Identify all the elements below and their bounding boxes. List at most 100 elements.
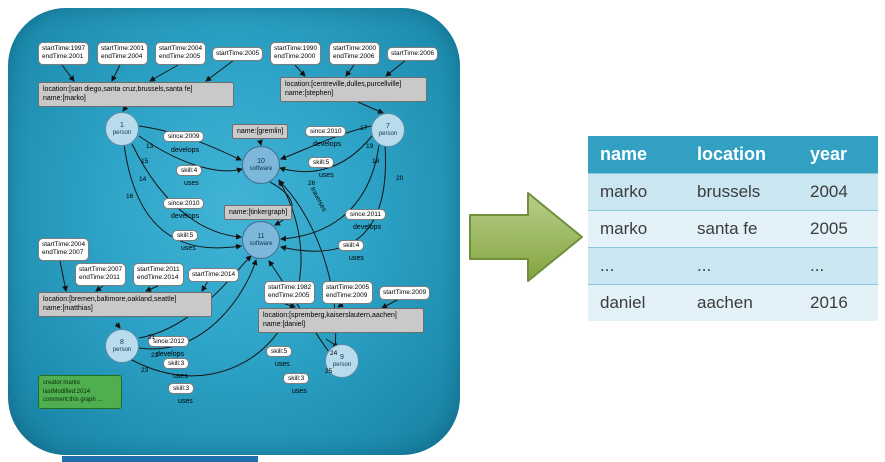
edge-id: 24 — [330, 350, 338, 357]
cell-name: marko — [588, 210, 685, 248]
vertex-person-8: 8 person — [105, 329, 139, 363]
vertex-properties-stephen: location:[centreville,dulles,purcellvill… — [280, 77, 427, 102]
edge-property-box: skill:3 — [283, 373, 310, 384]
edge-verb-label: uses — [292, 388, 307, 395]
edge-id: 19 — [366, 143, 374, 150]
edge-verb-label: uses — [184, 180, 199, 187]
edge-verb-label: develops — [156, 351, 185, 358]
edge-verb-label: uses — [173, 373, 188, 380]
edge-property-box: since:2011 — [345, 209, 386, 220]
cell-location: brussels — [685, 173, 798, 211]
cell-year: 2004 — [798, 173, 878, 211]
edge-id: 16 — [126, 193, 134, 200]
vertex-properties-daniel: location:[spremberg,kaiserslautern,aache… — [258, 308, 424, 333]
time-property-box: startTime:1997 endTime:2001 — [38, 42, 90, 65]
time-property-box: startTime:2001 endTime:2004 — [97, 42, 149, 65]
column-header-year: year — [798, 136, 878, 174]
edge-id: 26 — [308, 180, 316, 187]
time-property-box: startTime:2005 endTime:2009 — [322, 281, 374, 304]
edge-id: 15 — [141, 158, 149, 165]
time-property-box: startTime:2000 endTime:2006 — [329, 42, 381, 65]
table-row: marko santa fe 2005 — [588, 210, 878, 248]
flow-arrow-icon — [469, 192, 583, 282]
edge-property-box: skill:3 — [168, 383, 195, 394]
vertex-person-7: 7 person — [371, 113, 405, 147]
edge-property-box: since:2012 — [148, 336, 190, 347]
edge-verb-label: uses — [319, 172, 334, 179]
time-property-box: startTime:1990 endTime:2000 — [270, 42, 322, 65]
edge-property-box: since:2010 — [305, 126, 347, 137]
cell-year: 2005 — [798, 210, 878, 248]
time-property-box: startTime:2011 endTime:2014 — [133, 263, 184, 286]
graph-metadata-box: creator:marko lastModified:2014 comment:… — [38, 375, 122, 410]
edge-id: 17 — [360, 125, 368, 132]
cell-location: santa fe — [685, 210, 798, 248]
column-header-name: name — [588, 136, 685, 174]
vertex-properties-gremlin: name:[gremlin] — [232, 124, 289, 140]
time-property-box: startTime:2014 — [188, 268, 240, 283]
vertex-id: 7 — [386, 122, 390, 130]
cell-year: ... — [798, 247, 878, 285]
edge-verb-label: uses — [349, 255, 364, 262]
edge-id: 23 — [141, 367, 149, 374]
vertex-properties-marko: location:[san diego,santa cruz,brussels,… — [38, 82, 234, 107]
time-property-box: startTime:2007 endTime:2011 — [75, 263, 127, 286]
table-row: marko brussels 2004 — [588, 173, 878, 211]
bottom-edge-strip — [62, 456, 258, 462]
result-table: name location year marko brussels 2004 m… — [588, 136, 878, 321]
edge-id: 14 — [139, 176, 147, 183]
cell-year: 2016 — [798, 284, 878, 321]
vertex-label: person — [332, 361, 352, 368]
edge-property-box: skill:4 — [338, 240, 365, 251]
vertex-id: 10 — [257, 157, 265, 165]
time-property-box: startTime:2005 — [212, 47, 264, 62]
time-property-box: startTime:2004 endTime:2005 — [155, 42, 207, 65]
edge-id: 18 — [372, 158, 380, 165]
vertex-id: 11 — [257, 232, 265, 240]
edge-id: 22 — [151, 352, 159, 359]
edge-property-box: since:2009 — [163, 131, 205, 142]
graph-panel: startTime:1997 endTime:2001 startTime:20… — [8, 8, 460, 455]
vertex-id: 8 — [120, 338, 124, 346]
edge-id: 20 — [396, 175, 404, 182]
edge-verb-label: uses — [181, 245, 196, 252]
vertex-id: 9 — [340, 353, 344, 361]
time-property-box: startTime:2004 endTime:2007 — [38, 238, 90, 261]
time-property-box: startTime:2006 — [387, 47, 439, 62]
edge-property-box: skill:5 — [308, 157, 335, 168]
edge-lines — [59, 59, 407, 377]
vertex-properties-tinkergraph: name:[tinkergraph] — [224, 205, 293, 221]
table-row: daniel aachen 2016 — [588, 284, 878, 321]
table-row: ... ... ... — [588, 247, 878, 285]
edge-id: 25 — [325, 368, 333, 375]
vertex-label: software — [249, 240, 273, 247]
vertex-id: 1 — [120, 121, 124, 129]
time-property-box: startTime:2009 — [379, 286, 431, 301]
vertex-person-9: 9 person — [325, 344, 359, 378]
vertex-label: software — [249, 165, 273, 172]
edge-id: 21 — [148, 334, 156, 341]
edge-verb-label: develops — [171, 213, 200, 220]
edge-verb-label: develops — [353, 224, 382, 231]
edge-verb-label: uses — [275, 361, 290, 368]
edge-property-box: skill:3 — [163, 358, 190, 369]
graph-edges — [59, 59, 407, 377]
cell-location: aachen — [685, 284, 798, 321]
vertex-label: person — [378, 130, 398, 137]
vertex-label: person — [112, 346, 132, 353]
column-header-location: location — [685, 136, 798, 174]
edge-verb-label: develops — [313, 141, 342, 148]
vertex-label: person — [112, 129, 132, 136]
vertex-software-10: 10 software — [242, 146, 280, 184]
edge-id: 13 — [146, 143, 154, 150]
edge-verb-label: uses — [178, 398, 193, 405]
edge-property-box: since:2010 — [163, 198, 205, 209]
table-header-row: name location year — [588, 136, 878, 174]
edge-property-box: skill:5 — [266, 346, 293, 357]
edge-property-box: skill:5 — [172, 230, 199, 241]
vertex-software-11: 11 software — [242, 221, 280, 259]
cell-name: daniel — [588, 284, 685, 321]
cell-name: marko — [588, 173, 685, 211]
cell-location: ... — [685, 247, 798, 285]
